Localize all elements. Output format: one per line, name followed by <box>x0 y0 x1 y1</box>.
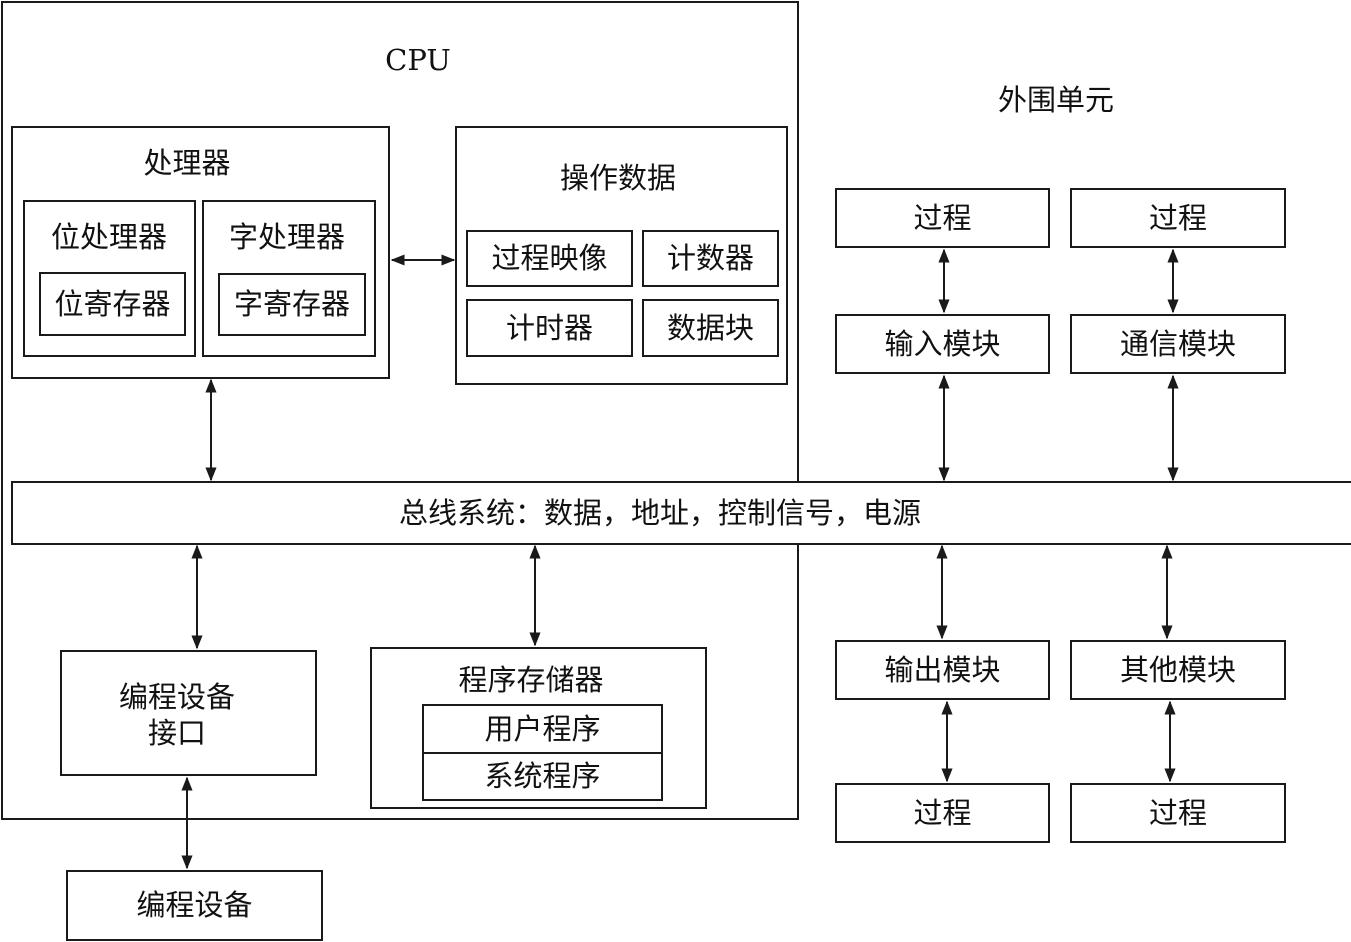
bit-processor-box <box>23 200 196 357</box>
programming-device-box <box>66 870 323 941</box>
comm-module-box <box>1070 314 1286 374</box>
counter-label: 计数器 <box>666 241 754 275</box>
system-program-label: 系统程序 <box>484 759 601 793</box>
cpu-frame <box>1 1 799 820</box>
other-module-label: 其他模块 <box>1119 652 1236 687</box>
process-top-right-label: 过程 <box>1148 200 1207 235</box>
data-block-box <box>642 299 779 357</box>
timer-box <box>466 299 633 357</box>
counter-box <box>642 230 779 287</box>
word-register-label: 字寄存器 <box>233 287 350 321</box>
program-memory-title: 程序存储器 <box>458 663 604 697</box>
word-register-box <box>218 273 366 336</box>
peripherals-title: 外围单元 <box>997 83 1115 117</box>
operand-data-box <box>455 126 788 385</box>
process-top-left-box <box>835 188 1050 248</box>
word-processor-label: 字处理器 <box>228 220 346 254</box>
cpu-title: CPU <box>385 43 451 77</box>
operand-data-title: 操作数据 <box>559 161 677 195</box>
data-block-label: 数据块 <box>666 310 754 345</box>
input-module-box <box>835 314 1050 374</box>
programming-interface-line1: 编程设备 <box>118 680 236 714</box>
bit-register-label: 位寄存器 <box>54 286 171 321</box>
program-memory-box <box>370 647 707 809</box>
bus-system-bar <box>11 481 1351 545</box>
process-image-box <box>466 230 633 287</box>
process-top-right-box <box>1070 188 1286 248</box>
bit-register-box <box>39 272 186 336</box>
process-bottom-left-box <box>835 783 1050 843</box>
timer-label: 计时器 <box>505 310 593 345</box>
output-module-label: 输出模块 <box>884 652 1001 687</box>
user-program-label: 用户程序 <box>484 711 601 746</box>
process-bottom-left-label: 过程 <box>913 795 972 830</box>
input-module-label: 输入模块 <box>884 326 1001 361</box>
processor-box <box>11 126 390 379</box>
bit-processor-label: 位处理器 <box>50 220 168 254</box>
process-bottom-right-label: 过程 <box>1148 795 1207 830</box>
programming-interface-line2: 接口 <box>147 716 207 750</box>
process-top-left-label: 过程 <box>913 200 972 235</box>
comm-module-label: 通信模块 <box>1119 326 1236 361</box>
programming-interface-box <box>60 650 317 776</box>
system-program-box <box>422 752 663 801</box>
programming-device-label: 编程设备 <box>136 888 253 922</box>
processor-title: 处理器 <box>143 146 231 180</box>
process-bottom-right-box <box>1070 783 1286 843</box>
other-module-box <box>1070 640 1286 700</box>
output-module-box <box>835 640 1050 700</box>
word-processor-box <box>202 200 376 357</box>
process-image-label: 过程映像 <box>491 241 608 275</box>
bus-system-label: 总线系统：数据，地址，控制信号，电源 <box>399 495 922 530</box>
